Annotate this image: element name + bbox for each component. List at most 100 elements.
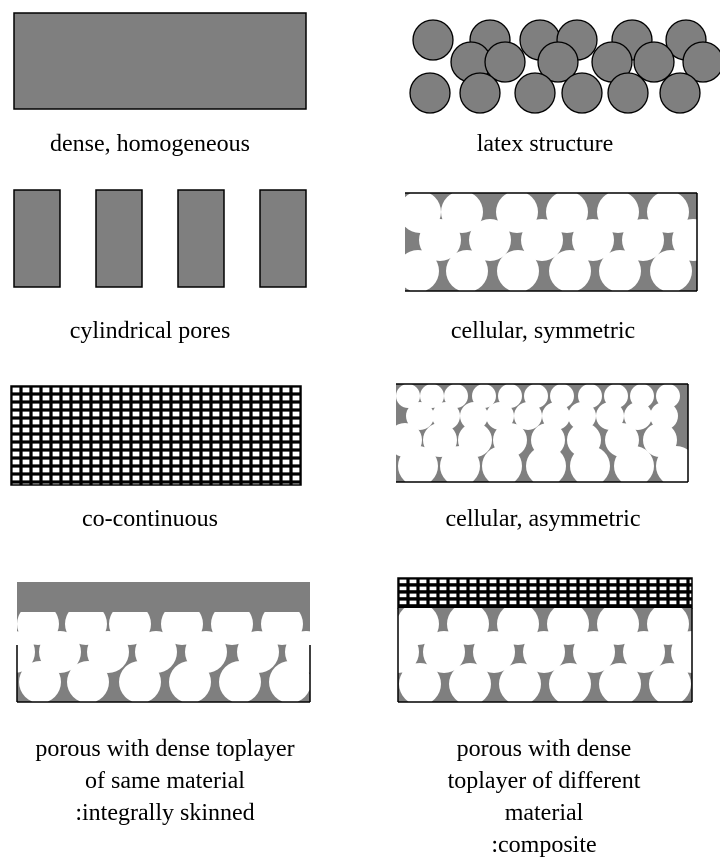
caption-line: dense, homogeneous bbox=[50, 131, 250, 157]
pore bbox=[624, 402, 652, 430]
pore bbox=[656, 446, 688, 482]
pore bbox=[444, 384, 468, 408]
co-continuous-grid bbox=[10, 385, 302, 486]
panel-dense-homogeneous bbox=[13, 12, 307, 110]
pore bbox=[497, 250, 539, 291]
pore bbox=[219, 661, 261, 702]
pore bbox=[420, 384, 444, 408]
pore bbox=[549, 250, 591, 291]
latex-sphere bbox=[607, 72, 649, 114]
caption-line: cylindrical pores bbox=[69, 318, 231, 344]
pore bbox=[650, 402, 678, 430]
pore bbox=[406, 402, 434, 430]
pore bbox=[423, 631, 465, 673]
caption-cellular-asymmetric: cellular, asymmetric bbox=[393, 503, 693, 535]
pore bbox=[671, 631, 692, 673]
panel-cellular-asymmetric bbox=[396, 383, 689, 483]
pore bbox=[398, 631, 419, 673]
panel-composite bbox=[397, 577, 693, 703]
pore bbox=[496, 193, 538, 233]
pore bbox=[597, 193, 639, 233]
pore bbox=[656, 384, 680, 408]
pore bbox=[526, 446, 566, 482]
caption-cellular-symmetric: cellular, symmetric bbox=[393, 315, 693, 347]
latex-sphere bbox=[682, 41, 720, 83]
pore bbox=[568, 402, 596, 430]
pore bbox=[630, 384, 654, 408]
caption-composite: porous with dense toplayer of different … bbox=[394, 733, 694, 861]
pore bbox=[521, 219, 563, 261]
caption-co-continuous: co-continuous bbox=[0, 503, 300, 535]
pore bbox=[67, 661, 109, 702]
pore bbox=[449, 663, 491, 702]
pore bbox=[596, 402, 624, 430]
caption-line: toplayer of different bbox=[447, 768, 641, 794]
pore bbox=[573, 631, 615, 673]
different-material-toplayer bbox=[397, 577, 693, 609]
pore bbox=[473, 631, 515, 673]
pore bbox=[447, 608, 489, 645]
pore bbox=[578, 384, 602, 408]
pore bbox=[622, 219, 664, 261]
pore bbox=[649, 663, 691, 702]
pore bbox=[524, 384, 548, 408]
pore bbox=[647, 608, 689, 645]
pore bbox=[269, 661, 310, 702]
pore bbox=[486, 402, 514, 430]
pore bbox=[169, 661, 211, 702]
caption-line: material bbox=[504, 800, 584, 826]
caption-integrally-skinned: porous with dense toplayer of same mater… bbox=[15, 733, 315, 829]
latex-sphere bbox=[514, 72, 556, 114]
pore bbox=[647, 193, 689, 233]
pore bbox=[211, 612, 253, 645]
pore bbox=[460, 402, 488, 430]
polymer-column bbox=[95, 189, 143, 288]
pore bbox=[597, 608, 639, 645]
pore bbox=[523, 631, 565, 673]
pore bbox=[17, 631, 35, 673]
pore bbox=[547, 608, 589, 645]
caption-line: :composite bbox=[491, 832, 597, 858]
caption-line: co-continuous bbox=[82, 506, 218, 532]
pore bbox=[570, 446, 610, 482]
pore bbox=[396, 384, 420, 408]
pore bbox=[19, 661, 61, 702]
pore bbox=[498, 384, 522, 408]
pore bbox=[623, 631, 665, 673]
pore bbox=[469, 219, 511, 261]
panel-integrally-skinned bbox=[16, 582, 311, 703]
dense-toplayer bbox=[17, 582, 310, 614]
pore bbox=[599, 250, 641, 291]
polymer-column bbox=[13, 189, 61, 288]
pore bbox=[546, 193, 588, 233]
caption-cylindrical-pores: cylindrical pores bbox=[0, 315, 300, 347]
pore bbox=[549, 663, 591, 702]
pore bbox=[599, 663, 641, 702]
latex-sphere bbox=[659, 72, 701, 114]
latex-sphere bbox=[633, 41, 675, 83]
caption-line: cellular, symmetric bbox=[450, 318, 636, 344]
caption-line: porous with dense bbox=[456, 736, 632, 762]
pore bbox=[423, 423, 457, 457]
caption-line: :integrally skinned bbox=[75, 800, 255, 826]
pore bbox=[499, 663, 541, 702]
dense-film bbox=[13, 12, 307, 110]
caption-dense-homogeneous: dense, homogeneous bbox=[0, 128, 300, 160]
panel-cellular-symmetric bbox=[405, 192, 698, 292]
caption-line: latex structure bbox=[476, 131, 614, 157]
caption-line: of same material bbox=[85, 768, 245, 794]
pore bbox=[672, 219, 697, 261]
pore bbox=[87, 631, 129, 673]
panel-latex-structure bbox=[409, 19, 720, 114]
caption-line: cellular, asymmetric bbox=[445, 506, 641, 532]
panel-co-continuous bbox=[10, 385, 302, 486]
pore bbox=[497, 608, 539, 645]
caption-line: porous with dense toplayer bbox=[35, 736, 295, 762]
pore bbox=[650, 250, 692, 291]
latex-sphere bbox=[484, 41, 526, 83]
latex-sphere bbox=[409, 72, 451, 114]
latex-sphere bbox=[561, 72, 603, 114]
pore bbox=[398, 446, 438, 482]
pore bbox=[432, 402, 460, 430]
